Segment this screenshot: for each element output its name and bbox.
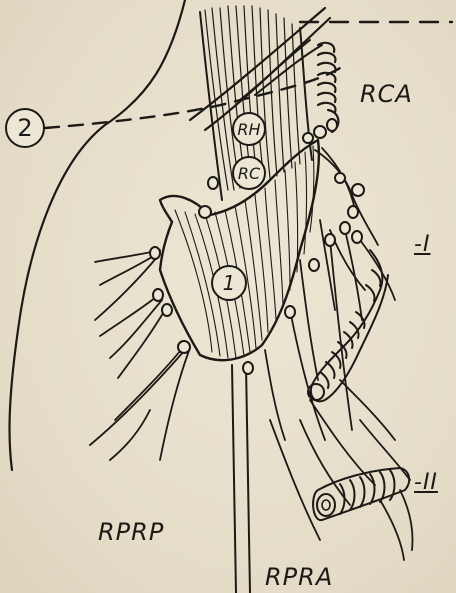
lymph-node	[314, 126, 326, 138]
central-vessel-left	[232, 365, 236, 593]
lymph-node	[309, 259, 319, 271]
coiled-vessel-level-one	[308, 250, 388, 401]
label-level-one: -I	[414, 232, 430, 257]
lymph-node	[243, 362, 253, 374]
lymph-node	[178, 341, 190, 353]
lymph-node	[153, 289, 163, 301]
lymph-node	[285, 306, 295, 318]
left-vessel-branches	[90, 250, 190, 460]
label-region-two: 2	[5, 108, 45, 148]
lymph-node	[150, 247, 160, 259]
body-outline	[10, 0, 185, 470]
coiled-structure-top	[318, 43, 338, 132]
lymph-node	[199, 206, 211, 218]
label-rprp: RPRP	[98, 518, 164, 546]
lymph-node	[327, 119, 337, 131]
lymph-node	[348, 206, 358, 218]
lymph-node	[325, 234, 335, 246]
label-rc: RC	[232, 156, 266, 190]
lymph-node	[335, 173, 345, 183]
lymph-node	[162, 304, 172, 316]
label-rca: RCA	[360, 80, 413, 108]
lymph-node	[340, 222, 350, 234]
label-region-one: 1	[211, 265, 247, 301]
label-rh: RH	[232, 112, 266, 146]
central-vessel-right	[246, 365, 250, 593]
lymph-node	[352, 184, 364, 196]
label-level-two: -II	[414, 470, 438, 495]
lymph-node	[303, 133, 313, 143]
label-rpra: RPRA	[265, 563, 333, 591]
coiled-vessel-level-two	[313, 468, 409, 520]
lymph-node	[208, 177, 218, 189]
lymph-node	[352, 231, 362, 243]
